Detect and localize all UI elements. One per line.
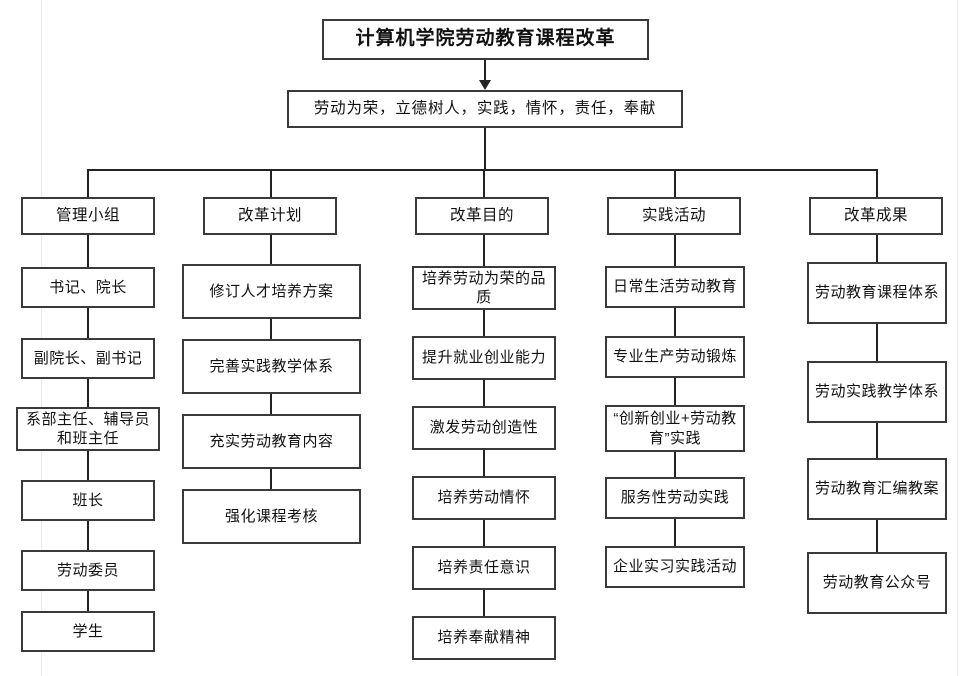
- column-2-item-2-label: 充实劳动教育内容: [209, 432, 334, 450]
- column-2-item-3-label: 强化课程考核: [224, 507, 318, 525]
- column-3-item-4-label: 培养责任意识: [437, 559, 531, 577]
- column-3-header[interactable]: 改革目的: [415, 197, 549, 235]
- column-3-item-2-label: 激发劳动创造性: [429, 419, 539, 437]
- connector-c1-0-to-1: [87, 308, 89, 339]
- connector-c2-2-to-3: [270, 469, 272, 490]
- column-5-header[interactable]: 改革成果: [809, 197, 943, 235]
- column-4-item-2[interactable]: “创新创业+劳动教育”实践: [605, 405, 745, 452]
- column-1-item-4[interactable]: 劳动委员: [21, 550, 155, 591]
- column-1-item-5[interactable]: 学生: [21, 611, 155, 652]
- connector-c5-0-to-1: [876, 324, 878, 362]
- column-1-item-5-label: 学生: [72, 622, 104, 640]
- column-3-item-5[interactable]: 培养奉献精神: [412, 616, 556, 660]
- connector-c4-1-to-2: [674, 378, 676, 406]
- column-4-item-0[interactable]: 日常生活劳动教育: [605, 266, 745, 308]
- column-2-header[interactable]: 改革计划: [203, 197, 337, 235]
- column-4-item-3-label: 服务性劳动实践: [620, 489, 730, 507]
- column-2-item-3[interactable]: 强化课程考核: [182, 489, 361, 544]
- column-5-item-2[interactable]: 劳动教育汇编教案: [807, 458, 947, 520]
- connector-c3-2-to-3: [483, 450, 485, 477]
- connector-c3-4-to-5: [483, 590, 485, 617]
- connector-c5-2-to-3: [876, 520, 878, 553]
- column-3-header-label: 改革目的: [449, 207, 514, 225]
- connector-c3-3-to-4: [483, 520, 485, 547]
- column-1-item-0[interactable]: 书记、院长: [21, 267, 155, 308]
- column-1-item-4-label: 劳动委员: [56, 561, 119, 579]
- column-4-header-label: 实践活动: [641, 207, 706, 225]
- connector-c1-3-to-4: [87, 521, 89, 551]
- connector-c1-4-to-5: [87, 591, 89, 612]
- connector-c1-2-to-3: [87, 451, 89, 481]
- column-3-item-5-label: 培养奉献精神: [437, 629, 531, 647]
- column-1-item-2[interactable]: 系部主任、辅导员和班主任: [16, 407, 160, 451]
- page-margin-guide-right: [957, 0, 958, 676]
- column-3-item-3-label: 培养劳动情怀: [437, 489, 531, 507]
- column-2-item-0-label: 修订人才培养方案: [209, 282, 334, 300]
- root-title-box[interactable]: 计算机学院劳动教育课程改革: [322, 19, 649, 60]
- column-1-item-3[interactable]: 班长: [21, 480, 155, 521]
- column-2-item-2[interactable]: 充实劳动教育内容: [182, 414, 361, 469]
- column-1-header-label: 管理小组: [55, 207, 120, 225]
- column-5-item-0[interactable]: 劳动教育课程体系: [807, 262, 947, 324]
- column-4-item-3[interactable]: 服务性劳动实践: [605, 477, 745, 519]
- column-4-item-4[interactable]: 企业实习实践活动: [605, 546, 745, 588]
- column-2-item-1[interactable]: 完善实践教学体系: [182, 339, 361, 394]
- column-4-item-4-label: 企业实习实践活动: [612, 558, 737, 576]
- connector-bus-to-column-4: [674, 169, 676, 197]
- column-1-item-1-label: 副院长、副书记: [33, 349, 143, 367]
- connector-c1-1-to-2: [87, 379, 89, 409]
- connector-subtitle-to-bus: [484, 128, 486, 171]
- column-2-item-1-label: 完善实践教学体系: [209, 357, 334, 375]
- column-5-item-2-label: 劳动教育汇编教案: [814, 480, 939, 498]
- connector-c4-h-to-0: [674, 235, 676, 267]
- column-3-item-1-label: 提升就业创业能力: [421, 349, 546, 367]
- arrowhead-title-to-subtitle: [479, 80, 491, 90]
- column-3-item-1[interactable]: 提升就业创业能力: [412, 336, 556, 380]
- column-3-item-0[interactable]: 培养劳动为荣的品质: [412, 266, 556, 310]
- connector-c5-1-to-2: [876, 423, 878, 459]
- column-2-item-0[interactable]: 修订人才培养方案: [182, 264, 361, 319]
- connector-c3-h-to-0: [483, 235, 485, 267]
- connector-bus-to-column-1: [87, 169, 89, 197]
- column-5-header-label: 改革成果: [843, 207, 908, 225]
- connector-c4-3-to-4: [674, 519, 676, 547]
- column-1-item-0-label: 书记、院长: [49, 278, 127, 296]
- connector-c3-1-to-2: [483, 380, 485, 407]
- connector-c2-h-to-0: [270, 235, 272, 267]
- column-5-item-0-label: 劳动教育课程体系: [814, 284, 939, 302]
- subtitle-box[interactable]: 劳动为荣，立德树人，实践，情怀，责任，奉献: [287, 90, 683, 128]
- column-5-item-1[interactable]: 劳动实践教学体系: [807, 361, 947, 423]
- column-3-item-4[interactable]: 培养责任意识: [412, 546, 556, 590]
- column-2-header-label: 改革计划: [237, 207, 302, 225]
- connector-title-to-subtitle: [484, 60, 486, 83]
- column-4-item-0-label: 日常生活劳动教育: [612, 278, 737, 296]
- connector-c4-2-to-3: [674, 452, 676, 478]
- connector-c4-0-to-1: [674, 308, 676, 337]
- column-3-item-2[interactable]: 激发劳动创造性: [412, 406, 556, 450]
- column-5-item-3[interactable]: 劳动教育公众号: [807, 552, 947, 614]
- connector-c2-1-to-2: [270, 394, 272, 415]
- column-1-header[interactable]: 管理小组: [21, 197, 155, 235]
- column-4-header[interactable]: 实践活动: [607, 197, 741, 235]
- column-1-item-1[interactable]: 副院长、副书记: [21, 338, 155, 379]
- column-3-item-0-label: 培养劳动为荣的品质: [421, 269, 546, 306]
- subtitle-label: 劳动为荣，立德树人，实践，情怀，责任，奉献: [313, 100, 657, 118]
- column-1-item-2-label: 系部主任、辅导员和班主任: [25, 410, 150, 447]
- column-4-item-1[interactable]: 专业生产劳动锻炼: [605, 336, 745, 378]
- column-4-item-1-label: 专业生产劳动锻炼: [612, 348, 737, 366]
- connector-bus-to-column-2: [270, 169, 272, 197]
- connector-c1-h-to-0: [87, 235, 89, 268]
- column-5-item-3-label: 劳动教育公众号: [822, 574, 932, 592]
- connector-bus-to-column-3: [483, 169, 485, 197]
- column-1-item-3-label: 班长: [72, 491, 104, 509]
- root-title-label: 计算机学院劳动教育课程改革: [355, 28, 616, 50]
- connector-c5-h-to-0: [876, 235, 878, 264]
- connector-c2-0-to-1: [270, 319, 272, 340]
- column-4-item-2-label: “创新创业+劳动教育”实践: [613, 410, 737, 447]
- connector-bus-to-column-5: [876, 169, 878, 197]
- column-5-item-1-label: 劳动实践教学体系: [814, 383, 939, 401]
- column-3-item-3[interactable]: 培养劳动情怀: [412, 476, 556, 520]
- connector-c3-0-to-1: [483, 310, 485, 337]
